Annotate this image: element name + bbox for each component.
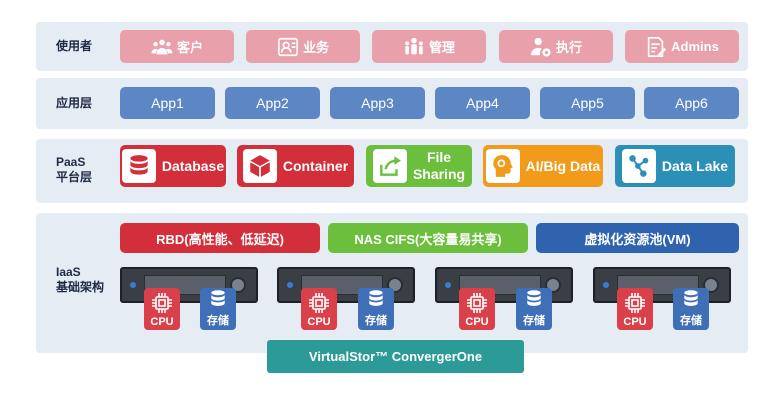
user-pill-admins: Admins [625, 30, 739, 63]
server-node-2 [277, 267, 415, 303]
server-node-1 [120, 267, 258, 303]
server-led [445, 282, 451, 288]
iaas-label-line2: 基础架构 [56, 280, 105, 294]
server-node-4 [593, 267, 731, 303]
cpu-chip-1: CPU [144, 288, 180, 330]
application-layer: 应用层 App1 App2 App3 App4 App5 App6 [36, 78, 748, 129]
cpu-chip-4: CPU [617, 288, 653, 330]
paas-label-line2: 平台层 [56, 170, 93, 184]
storage-chip-1: 存储 [200, 288, 236, 330]
paas-pill-label: Container [282, 158, 349, 174]
server-led [130, 282, 136, 288]
storage-pill-rbd: RBD(高性能、低延迟) [120, 223, 320, 253]
storage-label: 存储 [207, 315, 229, 327]
paas-pill-database: Database [120, 145, 226, 187]
network-icon [621, 149, 656, 183]
users-layer-label: 使用者 [56, 39, 93, 53]
user-pill-label: 客户 [176, 40, 203, 55]
user-pill-business: 业务 [246, 30, 360, 63]
footer-product-bar: VirtualStor™ ConvergerOne [267, 340, 524, 373]
app-pill-6: App6 [644, 87, 739, 119]
cpu-label: CPU [150, 316, 174, 328]
cpu-icon [625, 293, 645, 313]
paas-pill-data-lake: Data Lake [615, 145, 735, 187]
app-pill-1: App1 [120, 87, 215, 119]
app-pill-4: App4 [435, 87, 530, 119]
storage-disk-icon [369, 290, 383, 306]
user-pill-label: Admins [671, 39, 719, 54]
user-gear-icon [530, 37, 551, 57]
iaas-layer-label: IaaS 基础架构 [56, 265, 104, 295]
paas-pill-ai-big-data: AI/Big Data [483, 145, 603, 187]
app-pill-3: App3 [330, 87, 425, 119]
document-edit-icon [647, 36, 667, 57]
storage-disk-icon [684, 290, 698, 306]
paas-pill-file-sharing: File Sharing [366, 145, 472, 187]
storage-pill-vm-pool: 虚拟化资源池(VM) [536, 223, 739, 253]
paas-layer: PaaS 平台层 Database Container File Sharing… [36, 139, 748, 203]
paas-layer-label: PaaS 平台层 [56, 155, 92, 185]
cube-icon [242, 149, 277, 183]
storage-chip-4: 存储 [673, 288, 709, 330]
cpu-chip-3: CPU [459, 288, 495, 330]
cpu-chip-2: CPU [301, 288, 337, 330]
file-sharing-line2: Sharing [412, 166, 466, 182]
server-node-3 [435, 267, 573, 303]
server-led [603, 282, 609, 288]
application-layer-label: 应用层 [56, 96, 93, 110]
storage-label: 存储 [365, 315, 387, 327]
cpu-icon [152, 293, 172, 313]
user-pill-management: 管理 [372, 30, 486, 63]
app-pill-5: App5 [540, 87, 635, 119]
user-pill-execution: 执行 [499, 30, 613, 63]
storage-disk-icon [211, 290, 225, 306]
group-icon [151, 39, 173, 54]
business-person-icon [277, 37, 298, 56]
file-sharing-label: File Sharing [413, 149, 465, 183]
users-layer: 使用者 客户 业务 管理 执行 Admins [36, 22, 748, 71]
file-sharing-line1: File [426, 149, 452, 165]
paas-pill-label: Data Lake [661, 158, 729, 174]
storage-label: 存储 [523, 315, 545, 327]
user-pill-customer: 客户 [120, 30, 234, 63]
user-pill-label: 业务 [302, 40, 329, 55]
user-pill-label: 管理 [428, 40, 455, 55]
storage-pill-nas-cifs: NAS CIFS(大容量易共享) [328, 223, 528, 253]
user-pill-label: 执行 [555, 40, 582, 55]
paas-pill-label: AI/Big Data [525, 158, 601, 174]
storage-label: 存储 [680, 315, 702, 327]
cpu-label: CPU [465, 316, 489, 328]
paas-label-line1: PaaS [56, 155, 86, 169]
cpu-label: CPU [623, 316, 647, 328]
iaas-label-line1: IaaS [56, 265, 81, 279]
server-led [287, 282, 293, 288]
iaas-layer: IaaS 基础架构 RBD(高性能、低延迟) NAS CIFS(大容量易共享) … [36, 213, 748, 353]
app-pill-2: App2 [225, 87, 320, 119]
cpu-label: CPU [307, 316, 331, 328]
storage-chip-2: 存储 [358, 288, 394, 330]
ai-head-icon [485, 149, 520, 183]
cpu-icon [467, 293, 487, 313]
storage-chip-3: 存储 [516, 288, 552, 330]
paas-pill-container: Container [237, 145, 354, 187]
storage-disk-icon [527, 290, 541, 306]
database-icon [121, 149, 156, 183]
paas-pill-label: Database [161, 158, 225, 174]
team-icon [405, 37, 423, 54]
share-icon [372, 149, 407, 183]
cpu-icon [309, 293, 329, 313]
